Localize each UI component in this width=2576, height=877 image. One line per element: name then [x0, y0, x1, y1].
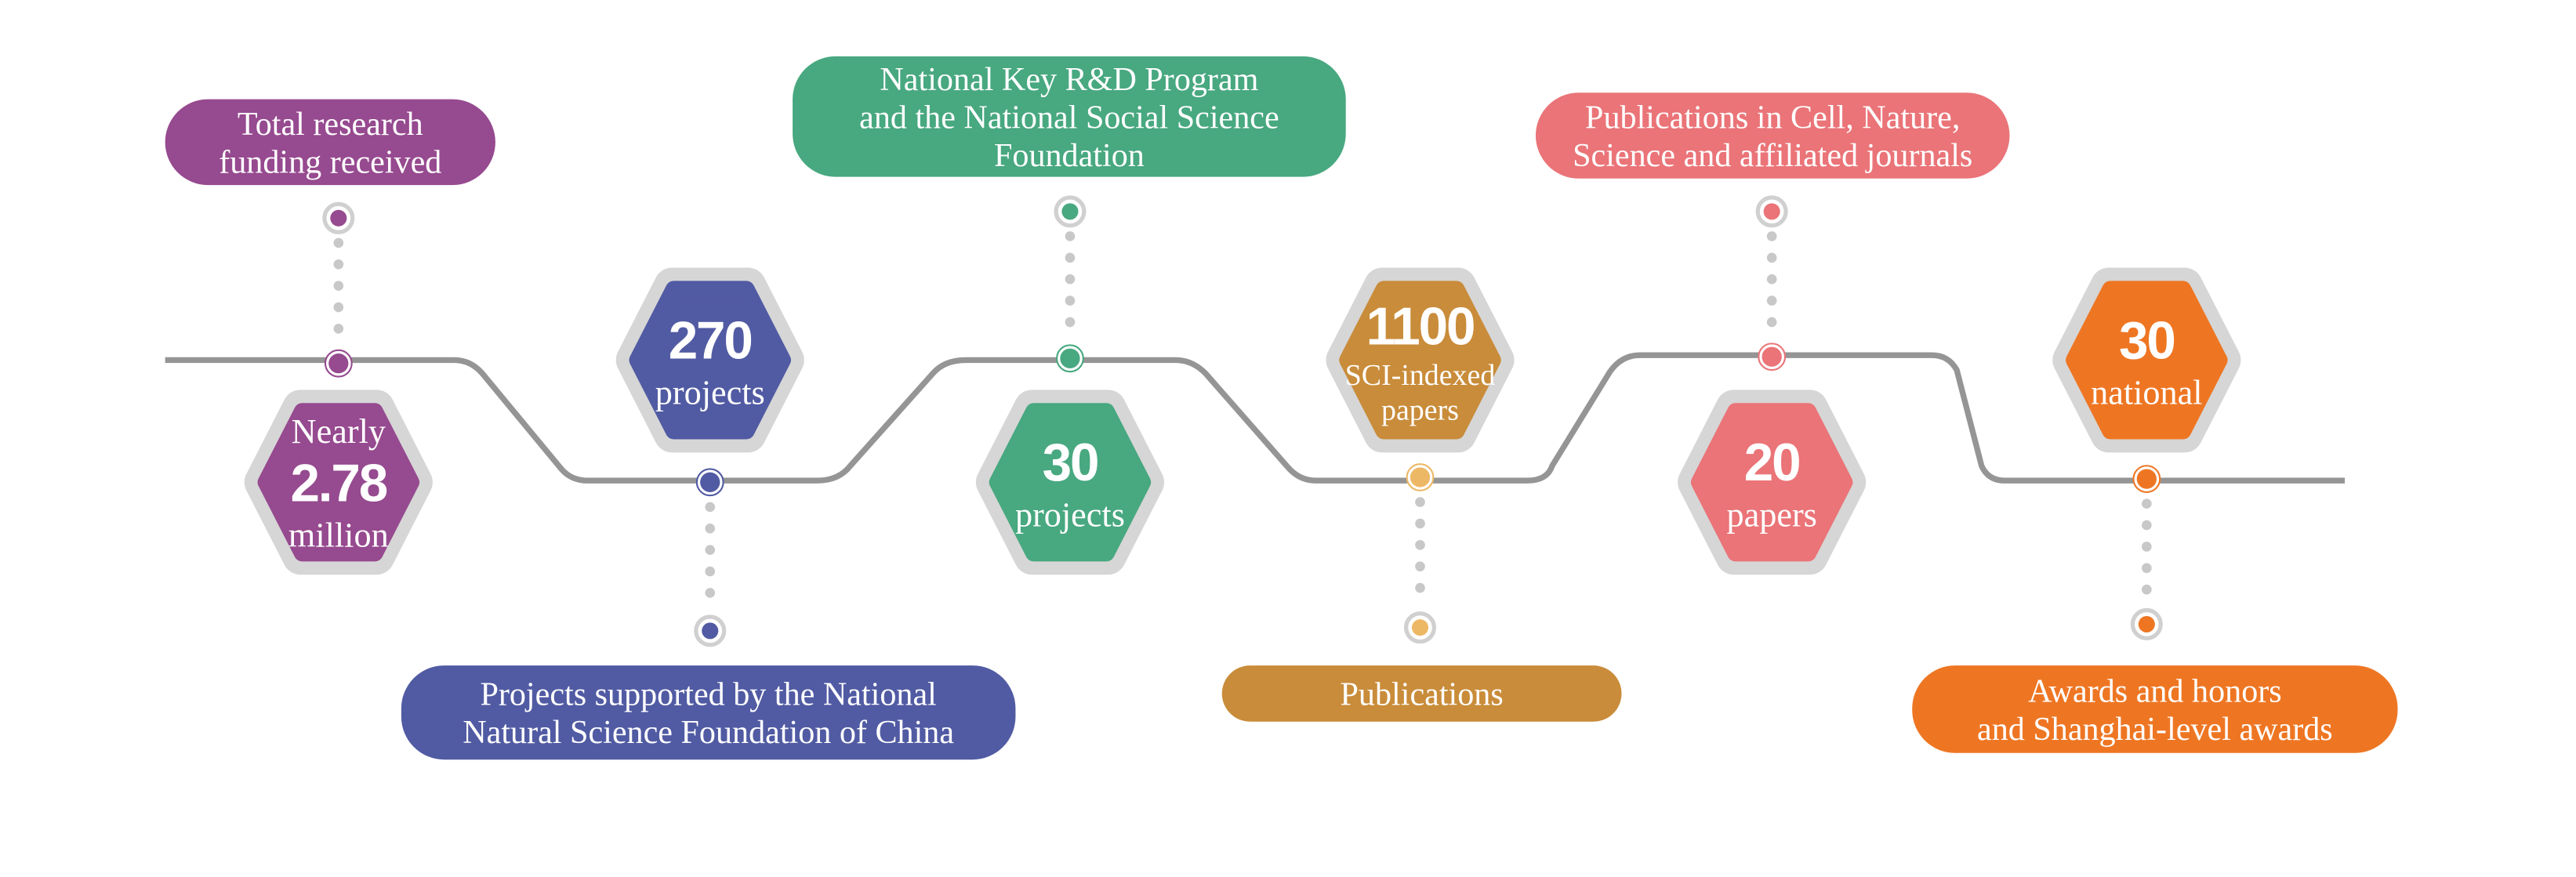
stat-caption: projects [655, 373, 765, 411]
timeline-node-fill [2136, 469, 2157, 489]
connector-dot [1065, 231, 1076, 241]
label-text: Natural Science Foundation of China [463, 714, 954, 751]
endpoint-dot-icon [2138, 615, 2155, 633]
connector-dot [1065, 295, 1076, 306]
hexagon-badge [989, 403, 1152, 562]
stat-value: 20 [1744, 433, 1800, 492]
connector-dot [1415, 540, 1425, 550]
endpoint-dot-icon [1763, 203, 1780, 220]
hexagon-badge [1339, 281, 1501, 440]
endpoint-dot-icon [330, 209, 347, 226]
connector-dot [1065, 252, 1076, 263]
label-text: Projects supported by the National [480, 676, 936, 713]
stat-value: 1100 [1366, 297, 1475, 356]
timeline-node-fill [1060, 348, 1080, 368]
label-text: and the National Social Science [859, 99, 1279, 136]
connector-dot [333, 324, 344, 334]
stat-caption: national [2091, 373, 2202, 411]
timeline-node-fill [328, 353, 349, 374]
hexagon-badge [1690, 403, 1853, 562]
stat-caption: projects [1015, 495, 1125, 534]
label-pill [165, 99, 495, 186]
label-pill [793, 56, 1346, 177]
connector-dot [705, 502, 716, 513]
connector-dot [1766, 295, 1777, 306]
stat-value: 2.78 [290, 455, 386, 513]
label-text: and Shanghai-level awards [1977, 711, 2333, 748]
label-text: Publications [1341, 676, 1504, 713]
timeline-node-fill [700, 472, 720, 492]
connector-dot [705, 566, 716, 577]
endpoint-dot-icon [702, 622, 719, 640]
connector-dot [2142, 520, 2152, 531]
connector-dot [1415, 582, 1425, 593]
connector-dot [2142, 498, 2152, 509]
connector-dot [705, 588, 716, 598]
stat-value: 270 [669, 311, 752, 370]
hexagon-badge [629, 281, 791, 440]
connector-dot [1766, 231, 1777, 241]
connector-dot [1415, 561, 1425, 572]
connector-dot [2142, 542, 2152, 552]
connector-dot [333, 237, 344, 248]
label-pill [1221, 665, 1622, 722]
label-pill [1535, 92, 2010, 179]
connector-dot [1415, 497, 1425, 507]
stat-value: 30 [1043, 433, 1098, 492]
connector-dot [1766, 317, 1777, 328]
endpoint-dot-icon [1411, 619, 1429, 636]
connector-dot [1065, 317, 1076, 328]
timeline-node-fill [1761, 346, 1782, 367]
hexagon-badge [2066, 281, 2228, 440]
label-text: National Key R&D Program [880, 61, 1258, 98]
hexagon-badge [257, 403, 420, 562]
timeline-track [165, 352, 2346, 484]
connector-dot [2142, 563, 2152, 574]
connector-dot [1415, 518, 1425, 529]
label-pill [401, 665, 1016, 760]
connector-dot [333, 302, 344, 313]
label-text: Total research [238, 106, 423, 143]
timeline-node-fill [1410, 467, 1431, 487]
stat-caption: papers [1726, 495, 1816, 534]
stat-caption: papers [1381, 393, 1459, 426]
label-text: Publications in Cell, Nature, [1585, 99, 1960, 136]
connector-dot [333, 281, 344, 291]
stat-caption: million [288, 516, 389, 555]
label-text: Foundation [994, 137, 1145, 174]
connector-dot [705, 545, 716, 556]
stat-caption: Nearly [292, 412, 386, 451]
label-text: Science and affiliated journals [1573, 137, 1972, 174]
label-text: Awards and honors [2028, 672, 2282, 709]
stat-caption: SCI-indexed [1345, 359, 1496, 392]
connector-dot [705, 523, 716, 534]
stat-value: 30 [2119, 311, 2175, 370]
connector-dot [1766, 274, 1777, 284]
connector-dot [2142, 584, 2152, 595]
connector-dot [1065, 274, 1076, 284]
endpoint-dot-icon [1061, 203, 1079, 220]
label-text: funding received [219, 143, 441, 180]
connector-dot [333, 259, 344, 270]
connector-dot [1766, 252, 1777, 263]
label-pill [1912, 665, 2398, 753]
